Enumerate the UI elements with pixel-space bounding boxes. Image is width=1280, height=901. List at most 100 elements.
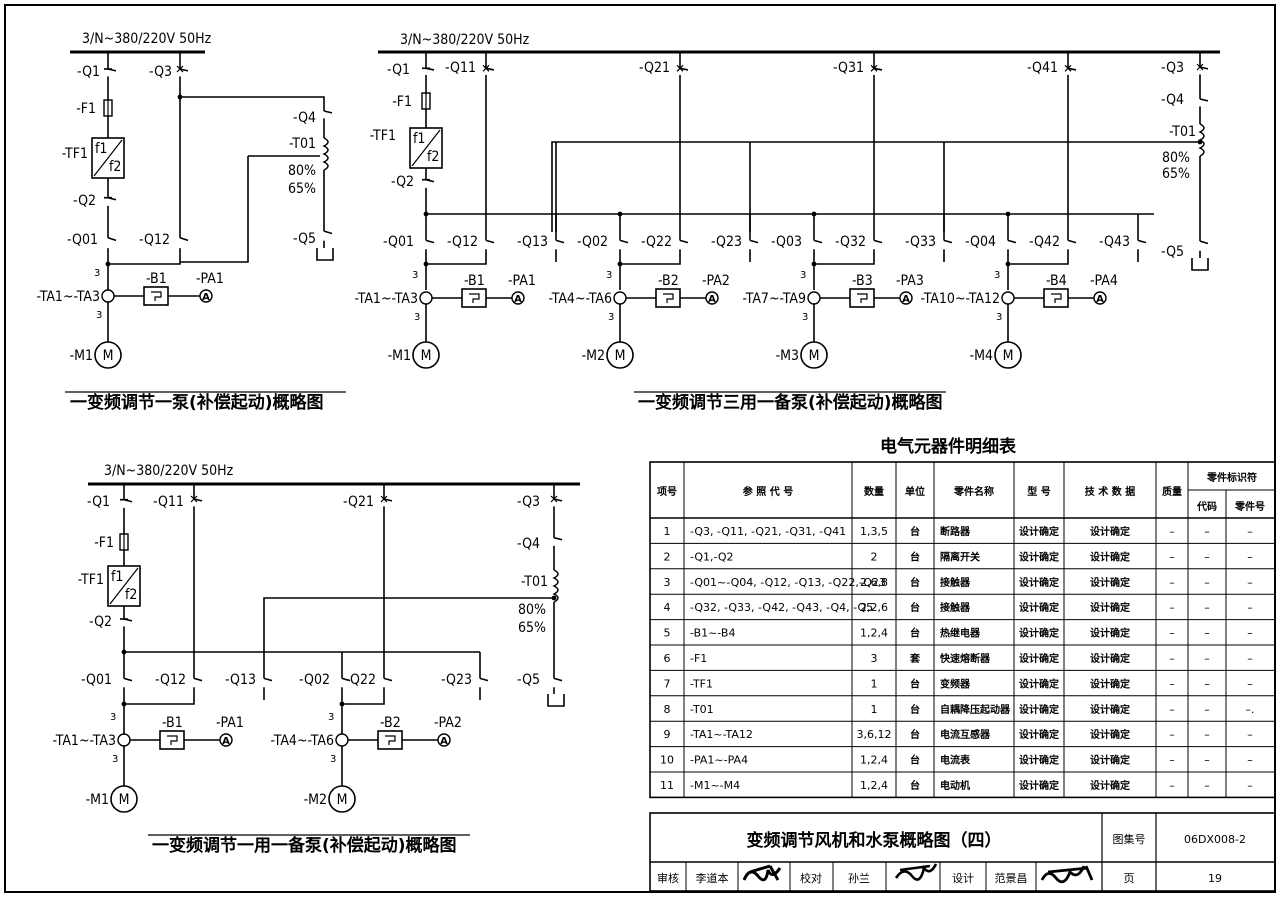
cell-name: 自耦降压起动器 xyxy=(940,703,1011,716)
breaker-mark xyxy=(1196,63,1204,71)
cell-model: 设计确定 xyxy=(1019,754,1059,767)
cell-qty: 2,2,6 xyxy=(860,601,888,614)
breaker-mark xyxy=(176,65,184,73)
atlas-label: 图集号 xyxy=(1113,832,1146,846)
cell-tech: 设计确定 xyxy=(1090,652,1130,665)
cell-ref: -TF1 xyxy=(690,677,713,690)
label-q4: -Q4 xyxy=(293,110,316,126)
cell-ref: -Q3, -Q11, -Q21, -Q31, -Q41 xyxy=(690,525,846,538)
switch-blade xyxy=(553,536,563,541)
switch-blade xyxy=(485,239,495,244)
cell-no: 1 xyxy=(664,525,671,538)
wire xyxy=(814,256,875,265)
switch-blade xyxy=(193,498,203,502)
autotransformer-coil xyxy=(322,137,329,171)
label-t01: -T01 xyxy=(289,136,316,152)
cell-unit: 台 xyxy=(910,550,920,563)
switch-blade xyxy=(485,67,495,71)
ct-three-label: 3 xyxy=(110,712,116,723)
cell-no: 10 xyxy=(660,754,674,767)
ct-three-label: 3 xyxy=(96,310,102,321)
switch-blade xyxy=(263,677,273,682)
motor-label: -M2 xyxy=(582,348,605,364)
junction-dot xyxy=(1197,139,1203,145)
motor-letter: M xyxy=(1003,348,1014,364)
cell-no: 8 xyxy=(664,703,671,716)
ammeter-letter: A xyxy=(708,294,716,305)
cell-model: 设计确定 xyxy=(1019,550,1059,563)
motor-letter: M xyxy=(119,792,130,808)
signature-checker xyxy=(894,863,938,881)
label-t01: -T01 xyxy=(521,574,548,590)
cell-code: – xyxy=(1204,728,1210,741)
relay-label: -B1 xyxy=(464,273,485,289)
label-q5: -Q5 xyxy=(517,672,540,688)
relay-label: -B3 xyxy=(852,273,873,289)
ct-label: -TA1~-TA3 xyxy=(36,289,100,305)
label-q3: -Q3 xyxy=(517,494,540,510)
wire xyxy=(124,694,195,705)
ammeter xyxy=(437,733,451,747)
cell-code: – xyxy=(1204,525,1210,538)
drawing-title: 变频调节风机和水泵概略图（四） xyxy=(747,830,1002,851)
cell-mass: – xyxy=(1169,779,1175,792)
label-qa: -Q01 xyxy=(81,672,112,688)
header-name: 零件名称 xyxy=(953,485,994,498)
supply-label: 3/N~380/220V 50Hz xyxy=(400,32,530,48)
switch-blade xyxy=(1199,98,1209,102)
cell-model: 设计确定 xyxy=(1019,779,1059,792)
ct-label: -TA10~-TA12 xyxy=(920,291,1000,307)
page-number: 19 xyxy=(1208,872,1222,885)
cell-ref: -TA1~-TA12 xyxy=(690,728,753,741)
thermal-relay xyxy=(461,288,487,308)
label-qa: -Q02 xyxy=(299,672,330,688)
cell-unit: 台 xyxy=(910,703,920,716)
junction-dot xyxy=(811,211,817,217)
cell-no: 2 xyxy=(664,550,671,563)
cell-qty: 3 xyxy=(871,652,878,665)
switch-blade xyxy=(1199,66,1209,70)
switch-blade xyxy=(1067,239,1077,244)
cell-model: 设计确定 xyxy=(1019,677,1059,690)
wire xyxy=(426,256,487,265)
motor-label: -M1 xyxy=(388,348,411,364)
cell-qty: 1,2,4 xyxy=(860,779,888,792)
cell-unit: 台 xyxy=(910,728,920,741)
motor-label: -M1 xyxy=(70,348,93,364)
ammeter xyxy=(219,733,233,747)
label-q4: -Q4 xyxy=(1161,92,1184,108)
cell-no: 5 xyxy=(664,627,671,640)
ct-three-label: 3 xyxy=(412,270,418,281)
vfd-diagonal xyxy=(93,139,123,177)
cell-code: – xyxy=(1204,550,1210,563)
header-qty: 数量 xyxy=(864,485,884,498)
label-qa: -Q01 xyxy=(383,234,414,250)
current-transformer xyxy=(613,291,627,305)
titleblock-border xyxy=(649,812,1276,892)
motor-symbol xyxy=(412,341,440,369)
cell-code: – xyxy=(1204,779,1210,792)
vfd-f2-label: f2 xyxy=(109,159,121,175)
diagram-three-duty-one-standby: 3/N~380/220V 50Hz-Q1-F1f1f2-TF1-Q2-Q11-Q… xyxy=(354,32,1220,413)
ammeter-letter: A xyxy=(440,736,448,747)
wire xyxy=(180,156,249,263)
switch-blade xyxy=(553,498,563,502)
junction-dot xyxy=(1005,211,1011,217)
cell-unit: 台 xyxy=(910,525,920,538)
cell-mass: – xyxy=(1169,550,1175,563)
cell-no: 3 xyxy=(664,576,671,589)
cell-part: – xyxy=(1247,677,1253,690)
breaker-mark xyxy=(676,64,684,72)
breaker-mark xyxy=(380,495,388,503)
ammeter-letter: A xyxy=(1096,294,1104,305)
ct-three-label: 3 xyxy=(802,312,808,323)
motor-label: -M3 xyxy=(776,348,799,364)
cell-qty: 3,6,12 xyxy=(857,728,892,741)
breaker-mark xyxy=(190,495,198,503)
motor-symbol xyxy=(606,341,634,369)
cell-model: 设计确定 xyxy=(1019,728,1059,741)
ammeter-label: -PA2 xyxy=(434,715,462,731)
header-mass: 质量 xyxy=(1162,485,1182,498)
cell-mass: – xyxy=(1169,703,1175,716)
junction-dot xyxy=(617,261,623,267)
